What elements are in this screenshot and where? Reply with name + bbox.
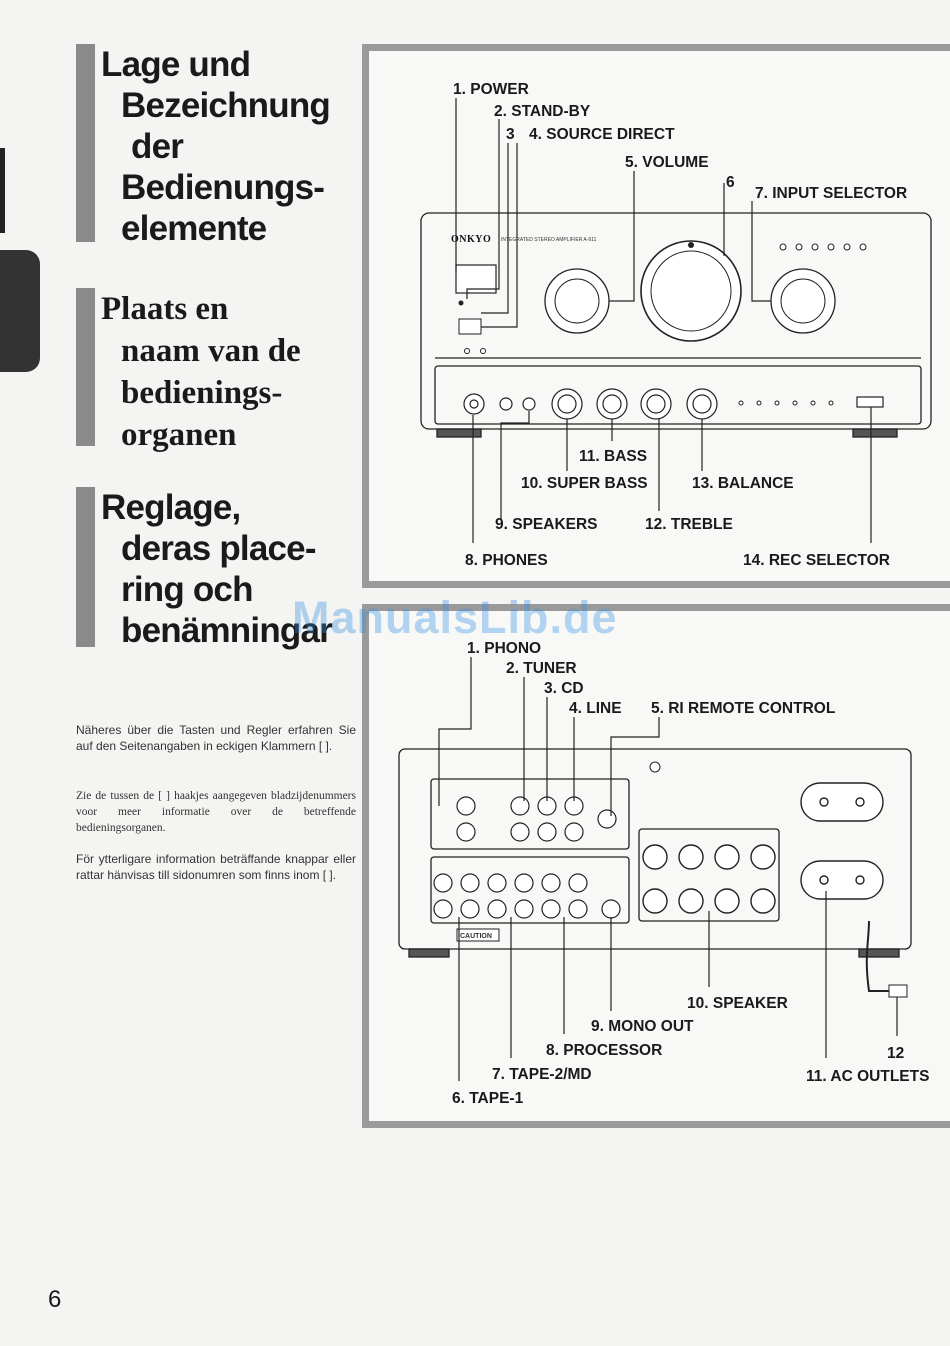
watermark: ManualsLib.de bbox=[292, 592, 618, 643]
label-speaker: 10. SPEAKER bbox=[687, 995, 788, 1012]
heading-line: naam van de bbox=[121, 333, 301, 369]
lower-control-strip bbox=[434, 365, 922, 425]
ac-outlet-unswitched bbox=[800, 782, 884, 822]
source-direct-button bbox=[458, 318, 482, 335]
label-input-selector: 7. INPUT SELECTOR bbox=[755, 185, 907, 202]
label-standby: 2. STAND-BY bbox=[494, 103, 591, 120]
paragraph-swedish: För ytterligare information beträffande … bbox=[76, 852, 356, 882]
input-jack-group bbox=[430, 778, 630, 850]
leader-speakers bbox=[500, 411, 530, 519]
foot-right bbox=[852, 428, 898, 438]
label-processor: 8. PROCESSOR bbox=[546, 1042, 662, 1059]
heading-line: Plaats en bbox=[101, 291, 229, 327]
caution-label: CAUTION bbox=[460, 933, 492, 940]
heading-line: deras place- bbox=[121, 529, 316, 568]
remote-control-jack bbox=[597, 809, 617, 829]
label-tuner: 2. TUNER bbox=[506, 660, 577, 677]
heading-line: Bezeichnung bbox=[121, 86, 331, 125]
speakers-a-button bbox=[499, 397, 513, 411]
label-treble: 12. TREBLE bbox=[645, 516, 733, 533]
foot-left bbox=[436, 428, 482, 438]
model-label: INTEGRATED STEREO AMPLIFIER A-911 bbox=[501, 237, 597, 243]
heading-line: der bbox=[131, 127, 184, 166]
heading-bar bbox=[76, 44, 95, 242]
label-speakers: 9. SPEAKERS bbox=[495, 516, 598, 533]
ac-outlet-switched bbox=[800, 860, 884, 900]
rca-jacks bbox=[433, 796, 621, 919]
brand-logo: ONKYO bbox=[451, 234, 491, 245]
label-power: 1. POWER bbox=[453, 81, 529, 98]
rear-panel-diagram: CAUTION 1. PHONO 2. TUNER 3. CD 4. LINE … bbox=[362, 604, 950, 1128]
leader-source-direct bbox=[481, 143, 518, 328]
page-edge-marker bbox=[0, 148, 5, 233]
label-6: 6 bbox=[726, 174, 735, 191]
heading-bar bbox=[76, 288, 95, 446]
speaker-terminals bbox=[642, 844, 776, 914]
amplifier-body bbox=[420, 212, 932, 430]
heading-line: elemente bbox=[121, 209, 267, 248]
leader-phono bbox=[438, 657, 472, 806]
volume-knob-inner bbox=[650, 250, 732, 332]
heading-line: ring och bbox=[121, 570, 253, 609]
leader-3 bbox=[481, 143, 509, 314]
tone-knob-inner bbox=[554, 278, 600, 324]
heading-bar bbox=[76, 487, 95, 647]
tape-jack-group bbox=[430, 856, 630, 924]
power-plug bbox=[888, 984, 908, 998]
label-tape2: 7. TAPE-2/MD bbox=[492, 1066, 592, 1083]
label-12: 12 bbox=[887, 1045, 904, 1062]
rear-chassis bbox=[398, 748, 912, 950]
label-volume: 5. VOLUME bbox=[625, 154, 709, 171]
front-panel-svg: ONKYO INTEGRATED STEREO AMPLIFIER A-911 bbox=[420, 81, 932, 569]
paragraph-dutch: Zie de tussen de [ ] haakjes aangegeven … bbox=[76, 790, 356, 834]
label-ac-outlets: 11. AC OUTLETS bbox=[806, 1068, 929, 1085]
heading-line: bedienings- bbox=[121, 375, 283, 411]
label-rec-selector: 14. REC SELECTOR bbox=[743, 552, 890, 569]
label-cd: 3. CD bbox=[544, 680, 584, 697]
standby-led bbox=[458, 300, 464, 306]
page-number: 6 bbox=[48, 1286, 62, 1313]
leader-standby bbox=[466, 119, 500, 299]
heading-line: Reglage, bbox=[101, 488, 241, 527]
label-balance: 13. BALANCE bbox=[692, 475, 794, 492]
rear-panel-svg: CAUTION 1. PHONO 2. TUNER 3. CD 4. LINE … bbox=[398, 640, 929, 1107]
power-button bbox=[455, 264, 497, 294]
mono-out-jack bbox=[601, 899, 621, 919]
label-tape1: 6. TAPE-1 bbox=[452, 1090, 524, 1107]
leader-volume bbox=[609, 171, 635, 302]
label-mono-out: 9. MONO OUT bbox=[591, 1018, 694, 1035]
heading-line: organen bbox=[121, 417, 237, 453]
label-line: 4. LINE bbox=[569, 700, 622, 717]
paragraph-german: Näheres über die Tasten und Regler erfah… bbox=[76, 723, 356, 753]
rec-selector-switch bbox=[856, 396, 884, 408]
speakers-b-button bbox=[522, 397, 536, 411]
label-phones: 8. PHONES bbox=[465, 552, 548, 569]
power-cord bbox=[865, 920, 889, 992]
heading-line: Bedienungs- bbox=[121, 168, 325, 207]
label-remote-control: 5. RI REMOTE CONTROL bbox=[651, 700, 835, 717]
label-3: 3 bbox=[506, 126, 515, 143]
label-phono: 1. PHONO bbox=[467, 640, 541, 657]
leader-input-selector bbox=[751, 201, 771, 302]
label-super-bass: 10. SUPER BASS bbox=[521, 475, 648, 492]
language-thumb-tab bbox=[0, 250, 40, 372]
label-bass: 11. BASS bbox=[579, 448, 647, 465]
heading-line: Lage und bbox=[101, 45, 251, 84]
front-panel-diagram: ONKYO INTEGRATED STEREO AMPLIFIER A-911 bbox=[362, 44, 950, 588]
leader-remote bbox=[610, 717, 660, 816]
heading-line: benämningar bbox=[121, 611, 333, 650]
label-source-direct: 4. SOURCE DIRECT bbox=[529, 126, 675, 143]
volume-knob bbox=[640, 240, 742, 342]
